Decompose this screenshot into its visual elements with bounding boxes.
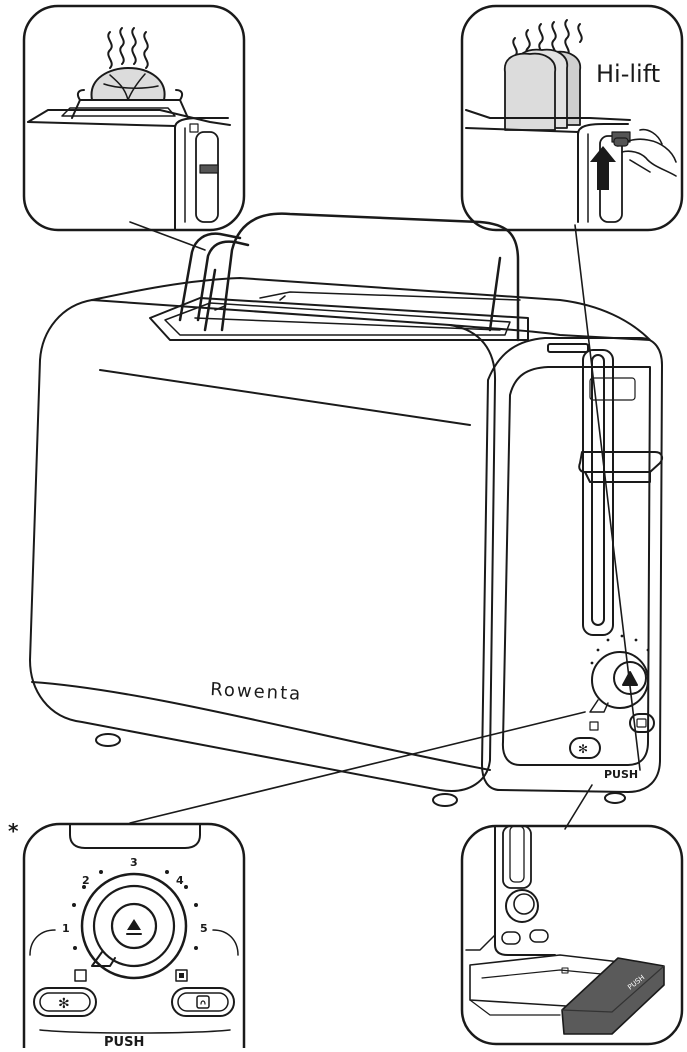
dial-number: 3	[130, 856, 138, 869]
dial-number: 4	[176, 874, 184, 887]
inset-bun-warming	[22, 4, 246, 232]
inset-hi-lift: Hi-lift	[460, 4, 684, 232]
bun-icon	[90, 67, 166, 101]
crumb-tray-handle[interactable]: PUSH	[561, 957, 665, 1035]
panel-push-label: PUSH	[604, 768, 638, 781]
dial-outer-ring	[80, 872, 188, 980]
inset-frame	[22, 822, 246, 1050]
inset-frame	[460, 824, 684, 1046]
toast-slices	[503, 48, 582, 131]
reheat-button[interactable]	[629, 713, 655, 733]
inset-dial-closeup: * 1 2 3 4 5 ✻	[8, 819, 246, 1050]
dial-number: 1	[62, 922, 70, 935]
reheat-icon	[196, 995, 210, 1009]
toaster-foot	[604, 792, 626, 804]
eject-icon	[127, 919, 141, 930]
defrost-icon: ✻	[578, 742, 588, 756]
hi-lift-tab	[547, 343, 589, 353]
dark-setting-icon	[175, 969, 188, 982]
bun-warmer-rack	[178, 212, 520, 342]
hi-lift-label: Hi-lift	[596, 60, 660, 88]
toaster-foot	[95, 733, 121, 747]
brand-logo: Rowenta	[210, 679, 303, 705]
dial-knob[interactable]	[92, 884, 176, 968]
eject-button[interactable]	[110, 902, 158, 950]
inset-crumb-tray: PUSH	[460, 824, 684, 1046]
toaster-front-face	[29, 299, 497, 792]
steam-icon	[107, 27, 149, 69]
toaster-side-panel	[481, 337, 663, 793]
defrost-indicator	[589, 721, 599, 731]
light-setting-icon	[74, 969, 87, 982]
dial-pointer	[589, 699, 609, 713]
defrost-button[interactable]: ✻	[33, 987, 97, 1017]
toaster-foot	[432, 793, 458, 807]
reheat-button[interactable]	[171, 987, 235, 1017]
panel-notch	[589, 377, 636, 401]
eject-icon[interactable]	[622, 671, 638, 686]
bread-slots	[149, 291, 529, 341]
reheat-icon	[636, 718, 647, 728]
inset-frame	[460, 4, 684, 232]
browning-dial[interactable]	[589, 634, 650, 731]
lever-slot	[582, 349, 614, 636]
dial-dots	[72, 870, 198, 950]
lever-slot-inner	[591, 354, 605, 626]
dial-ticks	[590, 634, 650, 665]
connector-lines	[129, 221, 641, 830]
dial-number: 2	[82, 874, 90, 887]
hand-icon	[617, 128, 677, 177]
toaster-main: ✻ PUSH Rowenta	[29, 212, 664, 807]
toaster-top-face	[91, 277, 651, 341]
dial-number: 5	[200, 922, 208, 935]
defrost-button[interactable]	[569, 737, 601, 759]
toaster-base-band	[31, 681, 491, 771]
footnote-marker: *	[8, 819, 19, 843]
dial-pointer	[91, 951, 116, 967]
inset-push-label: PUSH	[104, 1035, 144, 1048]
defrost-icon: ✻	[58, 996, 70, 1012]
arrow-up-icon	[590, 146, 616, 190]
lever-edge	[584, 471, 651, 483]
inset-frame	[22, 4, 246, 232]
toaster-trim-line	[99, 369, 471, 426]
toaster-side-inner	[501, 366, 651, 766]
